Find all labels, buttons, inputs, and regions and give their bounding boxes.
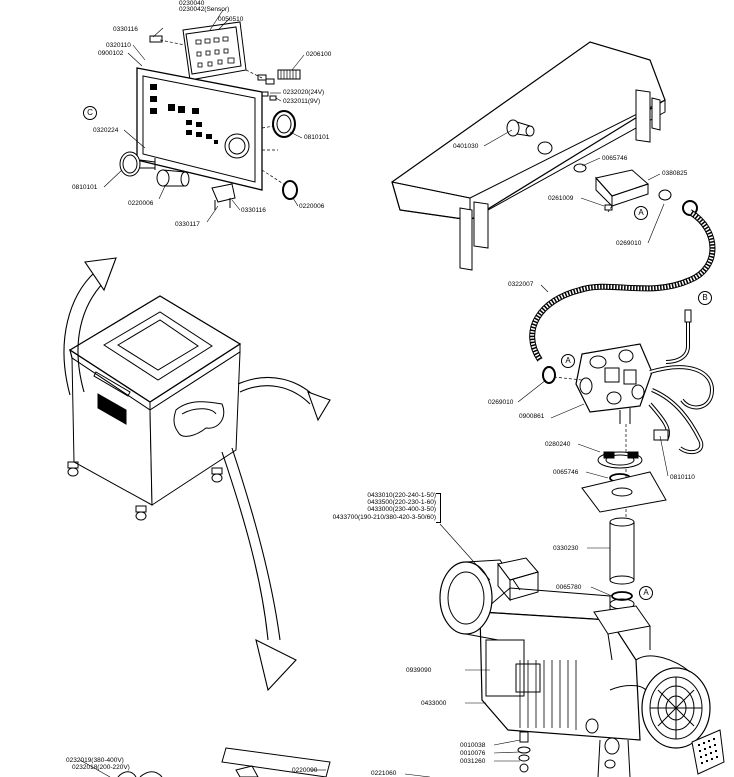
part-label: 0220090 — [292, 767, 318, 774]
part-label: 0320224 — [93, 127, 119, 134]
part-label: 0221060 — [371, 770, 397, 777]
part-label: 0900861 — [519, 413, 545, 420]
leader-lines — [79, 129, 669, 777]
part-label: 0433010(220-240-1-50) — [367, 492, 436, 499]
hood-plate — [391, 41, 698, 271]
reference-marker-b: B — [698, 291, 712, 305]
reference-marker-a: A — [634, 206, 648, 220]
flange-stack — [581, 451, 667, 610]
vacuum-pump — [439, 557, 725, 777]
top-fitting — [506, 119, 535, 137]
part-label: 0031260 — [460, 758, 486, 765]
part-label: 0065746 — [602, 155, 628, 162]
part-label: 0939090 — [406, 667, 432, 674]
pump-variant-list: 0433010(220-240-1-50) 0433500(220-230-1-… — [296, 492, 436, 521]
part-label: 0380825 — [662, 170, 688, 177]
part-label: 0050510 — [218, 16, 244, 23]
part-label: 0232019(380-400V) — [66, 757, 124, 764]
part-label: 0232020(24V) — [283, 89, 325, 96]
part-label: 0261009 — [548, 195, 574, 202]
part-label: 0320110 — [106, 42, 131, 49]
part-label: 0232011(9V) — [283, 98, 321, 105]
vacuum-gauge — [119, 151, 156, 177]
control-panel-assembly — [103, 9, 305, 223]
reference-marker-c: C — [83, 106, 97, 120]
part-label: 0330116 — [113, 26, 138, 33]
part-label: 0269010 — [616, 240, 642, 247]
part-label: 0810110 — [670, 474, 695, 481]
part-label: 0065746 — [553, 469, 579, 476]
part-label: 0810101 — [304, 134, 330, 141]
part-label: 0433500(220-230-1-60) — [367, 499, 436, 507]
part-label: 0330230 — [553, 545, 579, 552]
part-label: 0433700(190-210/380-420-3-50/60) — [332, 513, 436, 521]
part-label: 0230040 — [179, 0, 205, 7]
valve-block — [542, 205, 715, 520]
part-label: 0330117 — [175, 221, 200, 228]
reference-marker-a: A — [639, 586, 653, 600]
part-label: 0220006 — [299, 203, 325, 210]
part-label: 0206100 — [306, 51, 332, 58]
part-label: 0810101 — [72, 184, 98, 191]
part-label: 0232018(200-220V) — [72, 764, 130, 771]
part-label: 0230042(Sensor) — [179, 6, 230, 13]
part-label: 0433000(230-400-3-50) — [367, 506, 436, 514]
part-label: 0220006 — [128, 200, 154, 207]
part-label: 0322007 — [508, 281, 534, 288]
part-label: 0010076 — [460, 750, 486, 757]
machine-body — [63, 257, 331, 692]
part-label: 0401030 — [453, 143, 479, 150]
part-label: 0010038 — [460, 742, 486, 749]
part-label: 0433000 — [421, 700, 447, 707]
reference-marker-a: A — [561, 354, 575, 368]
part-label: 0330116 — [241, 207, 266, 214]
part-label: 0269010 — [488, 399, 514, 406]
corrugated-hose — [529, 209, 716, 362]
part-label: 0900102 — [98, 50, 124, 57]
part-label: 0065780 — [556, 584, 582, 591]
bottom-left-parts — [117, 747, 331, 777]
pump-variant-bracket — [436, 493, 441, 523]
part-label: 0280240 — [545, 441, 571, 448]
